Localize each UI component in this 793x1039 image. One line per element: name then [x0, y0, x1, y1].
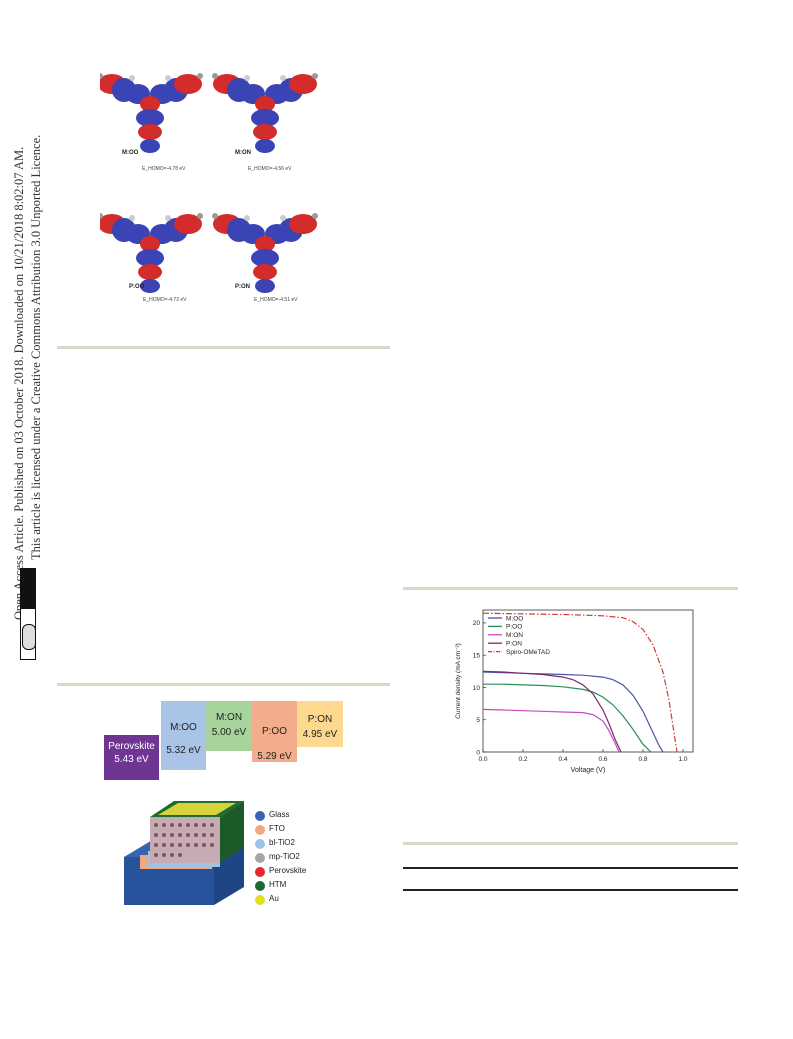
- legend-dot-perovskite: [255, 867, 265, 877]
- x-axis-label: Voltage (V): [571, 767, 606, 774]
- energy-level-diagram: Perovskite 5.43 eV M:OO 5.32 eV M:ON 5.0…: [100, 700, 350, 780]
- y-tick-label: 0: [476, 749, 480, 756]
- energy-name-m-on: M:ON: [215, 712, 243, 723]
- x-tick-label: 0.8: [638, 756, 647, 763]
- energy-box-perovskite: Perovskite 5.43 eV: [104, 735, 159, 780]
- orbital-blobs: [97, 73, 318, 293]
- device-legend-label: Perovskite: [269, 866, 307, 875]
- figure-rule-1: [57, 346, 390, 349]
- orbital-energy-p-oo: E_HOMO=-4.72 eV: [143, 297, 187, 303]
- series-line: [482, 670, 622, 753]
- legend-label: M:OO: [506, 615, 523, 622]
- orbital-label-m-oo: M:OO: [122, 150, 139, 156]
- orbital-energy-p-on: E_HOMO=-4.51 eV: [254, 297, 298, 303]
- y-tick-label: 15: [473, 652, 481, 659]
- device-legend-label: FTO: [269, 824, 285, 833]
- device-legend: Glass FTO bl-TiO2 mp-TiO2 Perovskite HTM…: [255, 810, 365, 911]
- legend-label: P:ON: [506, 641, 522, 648]
- by-badge-segment: [21, 569, 35, 609]
- legend-label: Spiro-OMeTAD: [506, 649, 550, 656]
- y-tick-label: 10: [473, 685, 481, 692]
- energy-name-m-oo: M:OO: [170, 722, 197, 733]
- legend-dot-glass: [255, 811, 265, 821]
- x-tick-label: 1.0: [678, 756, 687, 763]
- energy-box-m-oo: M:OO 5.32 eV: [161, 701, 206, 770]
- licence-sidebar: Open Access Article. Published on 03 Oct…: [0, 0, 50, 660]
- orbital-label-p-on: P:ON: [235, 284, 250, 290]
- legend-dot-au: [255, 895, 265, 905]
- cc-by-badge[interactable]: [20, 568, 36, 660]
- energy-value-perovskite: 5.43 eV: [114, 754, 149, 765]
- x-tick-label: 0.4: [558, 756, 567, 763]
- figure-rule-2: [57, 683, 390, 686]
- device-legend-label: bl-TiO2: [269, 838, 295, 847]
- energy-name-perovskite: Perovskite: [108, 741, 155, 752]
- energy-box-p-oo: P:OO 5.29 eV: [252, 701, 297, 762]
- energy-box-p-on: P:ON 4.95 eV: [297, 701, 343, 747]
- device-legend-label: mp-TiO2: [269, 852, 300, 861]
- x-tick-label: 0.2: [518, 756, 527, 763]
- device-stack-drawing: [124, 801, 244, 905]
- energy-name-p-on: P:ON: [307, 714, 333, 725]
- legend-dot-mp-tio2: [255, 853, 265, 863]
- x-tick-label: 0.0: [478, 756, 487, 763]
- device-legend-label: Glass: [269, 810, 290, 819]
- series-line: [482, 612, 678, 753]
- figure-rule-3: [403, 587, 738, 590]
- y-axis-label: Current density (mA cm⁻²): [455, 643, 462, 719]
- table-rule-bottom: [403, 889, 738, 891]
- orbital-energy-m-on: E_HOMO=-4.56 eV: [248, 166, 292, 172]
- legend-label: P:OO: [506, 624, 522, 631]
- device-legend-label: Au: [269, 894, 279, 903]
- device-legend-label: HTM: [269, 880, 287, 889]
- energy-value-p-on: 4.95 eV: [302, 729, 338, 740]
- licence-line-2: This article is licensed under a Creativ…: [29, 134, 43, 560]
- energy-box-m-on: M:ON 5.00 eV: [206, 701, 252, 751]
- energy-value-m-on: 5.00 eV: [211, 727, 247, 738]
- legend-dot-fto: [255, 825, 265, 835]
- legend-dot-htm: [255, 881, 265, 891]
- table-rule-top: [403, 842, 738, 845]
- orbital-label-p-oo: P:OO: [129, 284, 145, 290]
- series-line: [482, 708, 620, 753]
- device-schematic: [120, 795, 250, 910]
- legend-dot-bl-tio2: [255, 839, 265, 849]
- plot-frame: [482, 609, 694, 753]
- orbital-label-m-on: M:ON: [235, 150, 251, 156]
- orbital-energy-m-oo: E_HOMO=-4.78 eV: [142, 166, 186, 172]
- orbital-figure: M:OO M:ON E_HOMO=-4.78 eV E_HOMO=-4.56 e…: [97, 55, 360, 315]
- y-tick-label: 5: [476, 717, 480, 724]
- legend-label: M:ON: [506, 632, 523, 639]
- energy-value-p-oo: 5.29 eV: [257, 751, 292, 762]
- energy-value-m-oo: 5.32 eV: [166, 745, 201, 756]
- x-tick-label: 0.6: [598, 756, 607, 763]
- table-rule-header: [403, 867, 738, 869]
- energy-name-p-oo: P:OO: [261, 726, 287, 737]
- cc-icon: [22, 624, 36, 650]
- series-line: [483, 683, 652, 753]
- licence-line-1: Open Access Article. Published on 03 Oct…: [12, 146, 26, 620]
- y-tick-label: 20: [473, 620, 481, 627]
